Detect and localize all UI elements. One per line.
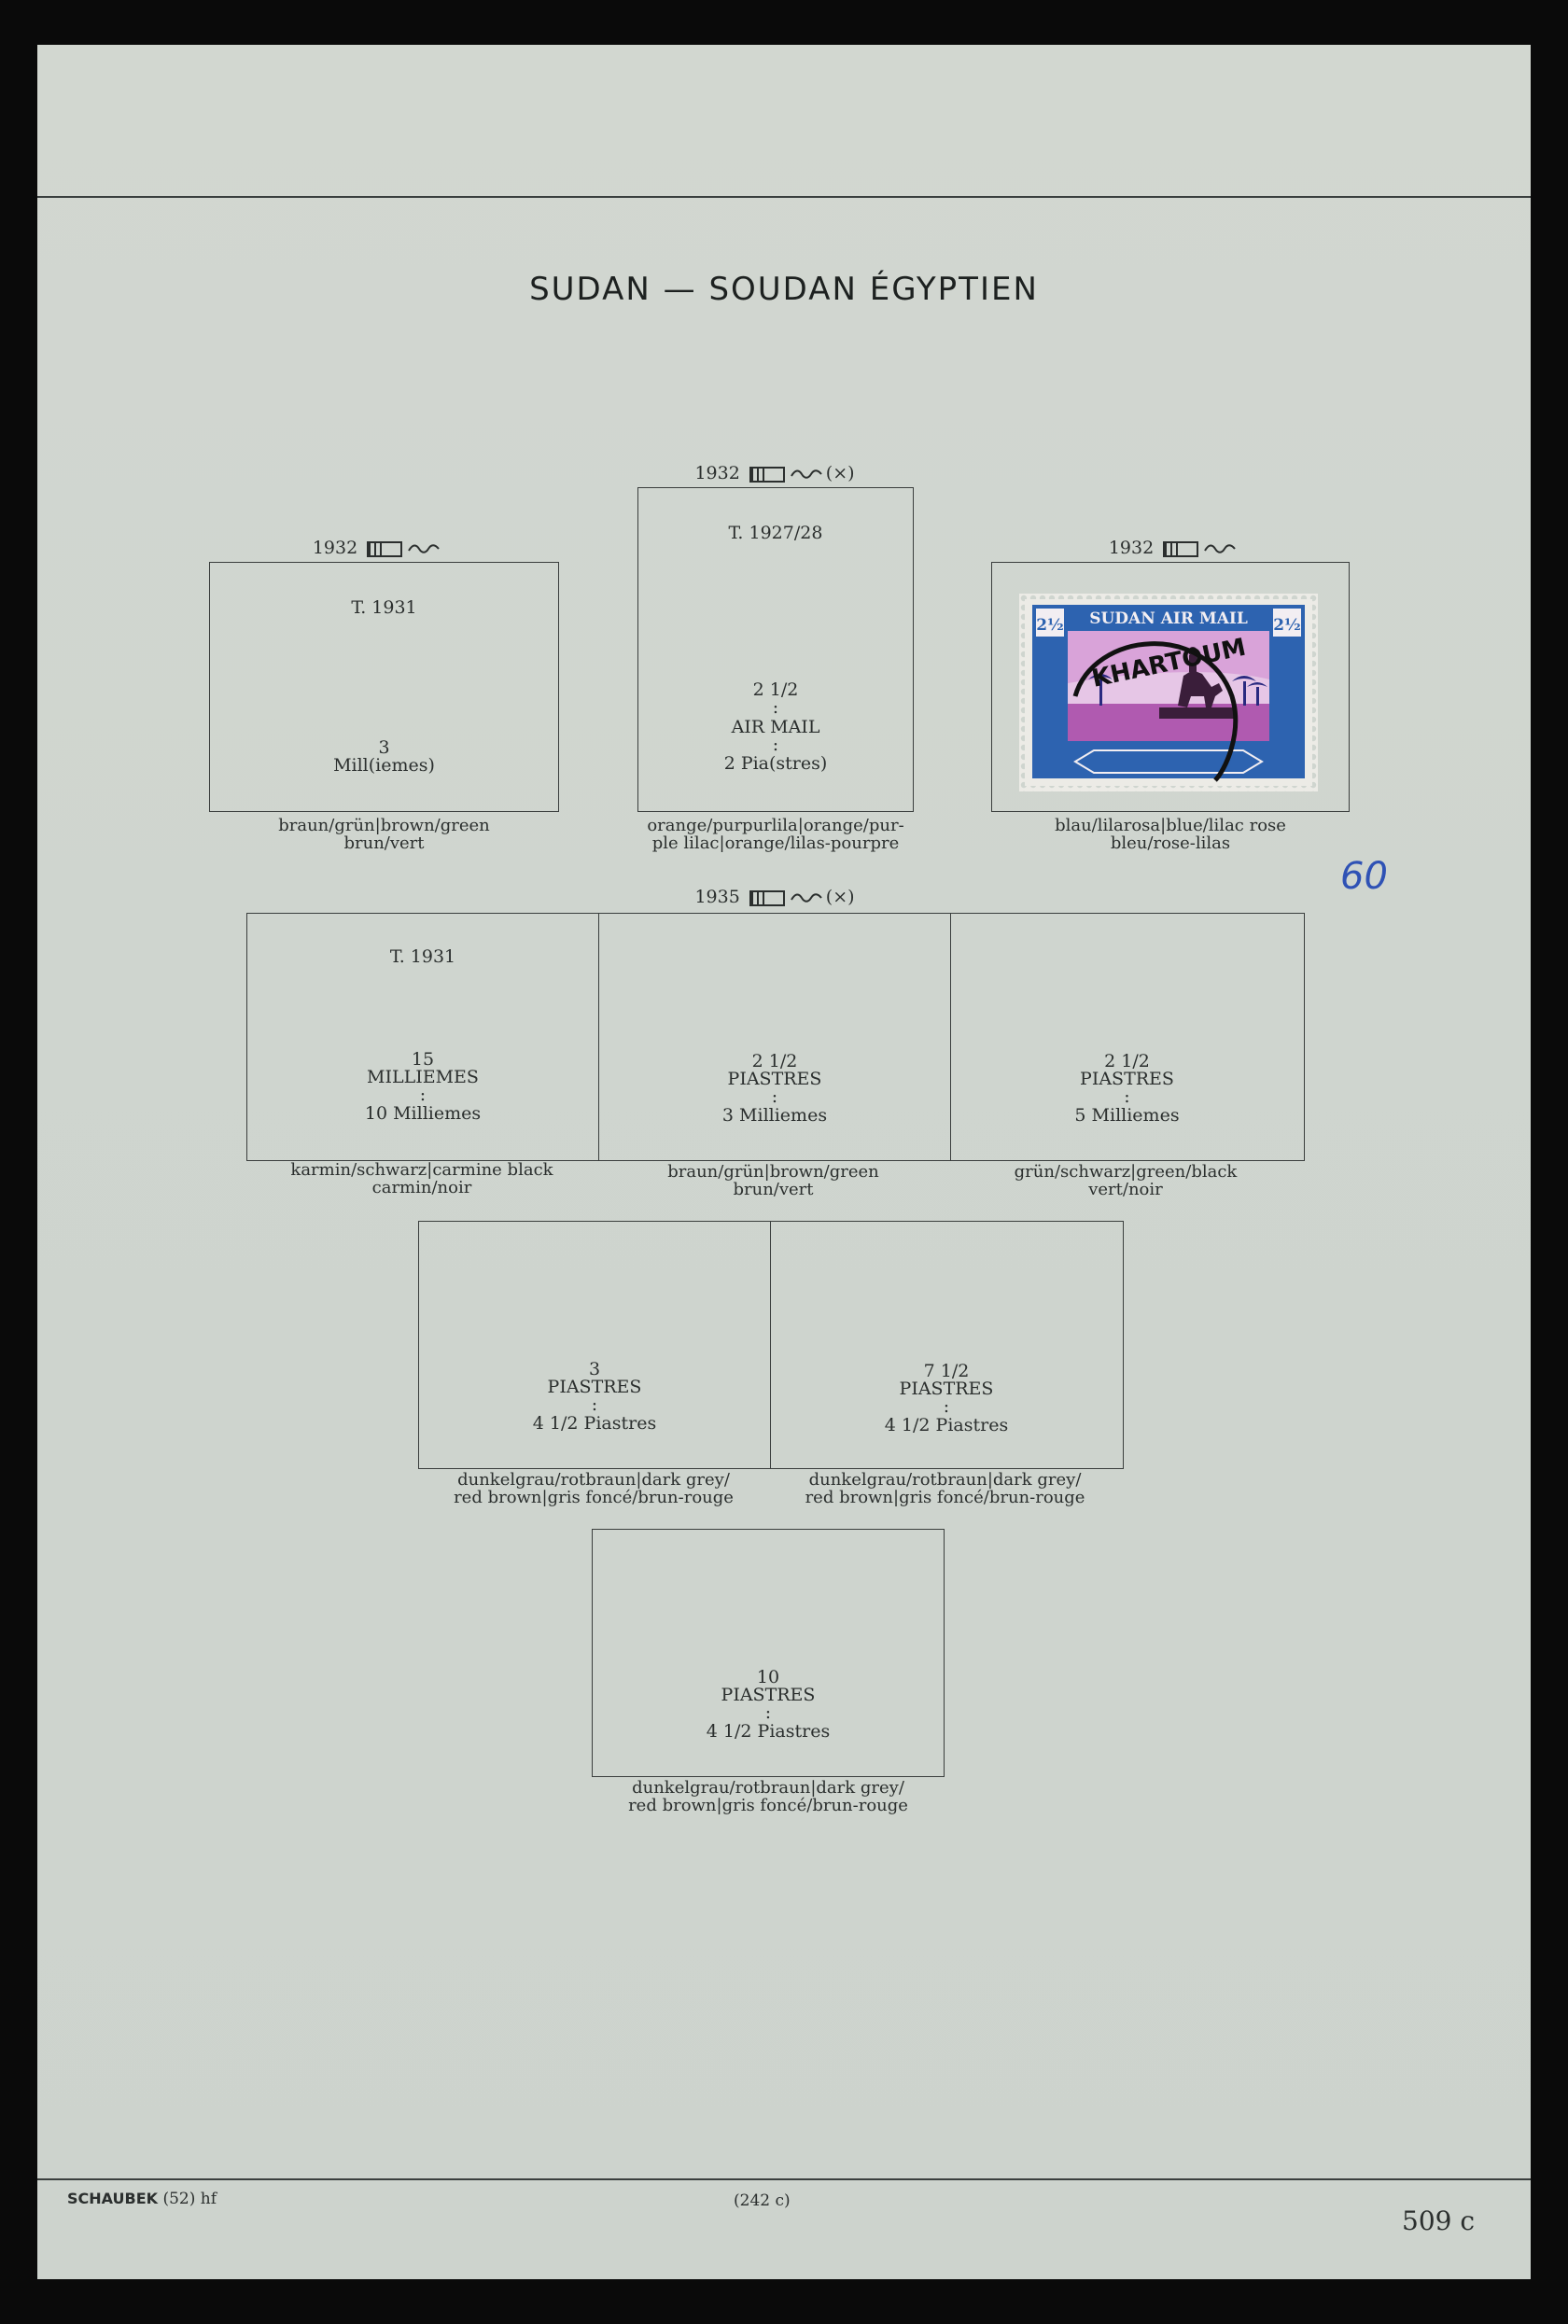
color-caption: karmin/schwarz|carmine black carmin/noir <box>290 1160 553 1197</box>
sudan-air-mail-stamp[interactable]: SUDAN AIR MAIL 2½ 2½ KHARTOUM <box>1019 594 1318 791</box>
color-caption: dunkelgrau/rotbraun|dark grey/ red brown… <box>628 1778 908 1815</box>
year-header-1935: 1935 (×) <box>635 887 915 907</box>
value-unit: MILLIEMES <box>367 1067 479 1087</box>
bottom-rule <box>37 2178 1531 2180</box>
stamp-space-15-milliemes[interactable]: T. 1931 15 MILLIEMES : 10 Milliemes <box>247 914 598 1160</box>
stamp-title: SUDAN AIR MAIL <box>1089 609 1248 628</box>
stamp-value-left: 2½ <box>1036 616 1064 635</box>
value-label: 10 <box>756 1667 780 1687</box>
value-unit: 2 Pia(stres) <box>723 753 828 774</box>
value-unit: PIASTRES <box>727 1069 822 1089</box>
footer-reference: (242 c) <box>734 2191 791 2210</box>
stamp-space-1932-air-mail[interactable]: T. 1927/28 2 1/2 : AIR MAIL : 2 Pia(stre… <box>637 487 914 812</box>
stamp-row-1935: T. 1931 15 MILLIEMES : 10 Milliemes 2 1/… <box>246 913 1305 1161</box>
perforation-icon <box>749 466 785 483</box>
color-caption: orange/purpurlila|orange/pur- ple lilac|… <box>647 816 904 853</box>
stamp-space-7-1-2-piastres[interactable]: 7 1/2 PIASTRES : 4 1/2 Piastres <box>770 1222 1122 1468</box>
perforation-icon <box>749 889 785 906</box>
separator: : <box>764 1702 772 1723</box>
value-label: 3 <box>588 1359 601 1379</box>
stamp-space-1932-3-mill[interactable]: T. 1931 3 Mill(iemes) <box>209 562 559 812</box>
pencil-annotation: 60 <box>1340 855 1388 898</box>
value-unit: PIASTRES <box>899 1379 994 1399</box>
stamp-space-2-1-2-piastres-a[interactable]: 2 1/2 PIASTRES : 3 Milliemes <box>598 914 950 1160</box>
color-caption: braun/grün|brown/green brun/vert <box>667 1162 879 1199</box>
separator: : <box>1124 1086 1130 1107</box>
surcharge-label: 5 Milliemes <box>1074 1105 1180 1126</box>
surcharge-label: 4 1/2 Piastres <box>706 1721 831 1742</box>
value-label: 3 <box>378 737 390 758</box>
year-header-1932-middle: 1932 (×) <box>635 463 915 483</box>
value-unit: PIASTRES <box>547 1377 642 1397</box>
color-caption: blau/lilarosa|blue/lilac rose bleu/rose-… <box>1055 816 1286 853</box>
value-label: 2 1/2 <box>1104 1051 1150 1071</box>
perforation-icon <box>1163 540 1199 557</box>
top-rule <box>37 196 1531 198</box>
color-caption: grün/schwarz|green/black vert/noir <box>1014 1162 1238 1199</box>
type-label: T. 1927/28 <box>728 523 823 543</box>
stamp-space-2-1-2-piastres-b[interactable]: 2 1/2 PIASTRES : 5 Milliemes <box>950 914 1303 1160</box>
separator: : <box>772 735 779 755</box>
watermark-icon <box>790 469 822 479</box>
stamp-space-10-piastres[interactable]: 10 PIASTRES : 4 1/2 Piastres <box>592 1529 945 1777</box>
year-label: 1935 <box>694 887 740 907</box>
surcharge-label: 4 1/2 Piastres <box>532 1413 657 1434</box>
type-label: T. 1931 <box>351 597 417 618</box>
value-label: 7 1/2 <box>923 1361 970 1381</box>
stamp-row-piastres: 3 PIASTRES : 4 1/2 Piastres 7 1/2 PIASTR… <box>418 1221 1124 1469</box>
footer-publisher: SCHAUBEK (52) hf <box>67 2190 217 2208</box>
separator: : <box>772 697 779 718</box>
watermark-icon <box>1204 544 1236 553</box>
header-note: (×) <box>825 887 855 907</box>
value-label: 2 1/2 <box>751 1051 798 1071</box>
year-header-1932-left: 1932 <box>201 538 555 558</box>
album-page: SUDAN — SOUDAN ÉGYPTIEN 1932 T. 1931 3 M… <box>37 45 1531 2279</box>
year-label: 1932 <box>312 538 358 558</box>
color-caption: braun/grün|brown/green brun/vert <box>278 816 490 853</box>
value-label: 2 1/2 <box>752 679 799 700</box>
stamp-space-3-piastres[interactable]: 3 PIASTRES : 4 1/2 Piastres <box>419 1222 770 1468</box>
header-note: (×) <box>825 463 855 483</box>
color-caption: dunkelgrau/rotbraun|dark grey/ red brown… <box>454 1470 734 1507</box>
page-number: 509 c <box>1402 2205 1476 2236</box>
year-label: 1932 <box>1108 538 1155 558</box>
year-label: 1932 <box>694 463 740 483</box>
year-header-1932-right: 1932 <box>997 538 1351 558</box>
value-unit: PIASTRES <box>1080 1069 1174 1089</box>
separator: : <box>419 1085 427 1105</box>
value-unit: PIASTRES <box>721 1685 816 1705</box>
type-label: T. 1931 <box>389 946 456 967</box>
stamp-value-right: 2½ <box>1273 616 1301 635</box>
value-label: 15 <box>411 1049 435 1070</box>
watermark-icon <box>408 544 440 553</box>
separator: : <box>591 1394 598 1415</box>
stamp-space-1932-mounted[interactable] <box>991 562 1350 812</box>
surcharge-label: 10 Milliemes <box>364 1103 482 1124</box>
separator: : <box>943 1396 950 1417</box>
surcharge-label: 3 Milliemes <box>721 1105 828 1126</box>
air-mail-label: AIR MAIL <box>731 717 820 737</box>
separator: : <box>771 1086 778 1107</box>
color-caption: dunkelgrau/rotbraun|dark grey/ red brown… <box>805 1470 1085 1507</box>
page-title: SUDAN — SOUDAN ÉGYPTIEN <box>529 271 1039 308</box>
perforation-icon <box>367 540 403 557</box>
value-unit: Mill(iemes) <box>333 755 435 776</box>
watermark-icon <box>790 893 822 903</box>
surcharge-label: 4 1/2 Piastres <box>884 1415 1009 1435</box>
